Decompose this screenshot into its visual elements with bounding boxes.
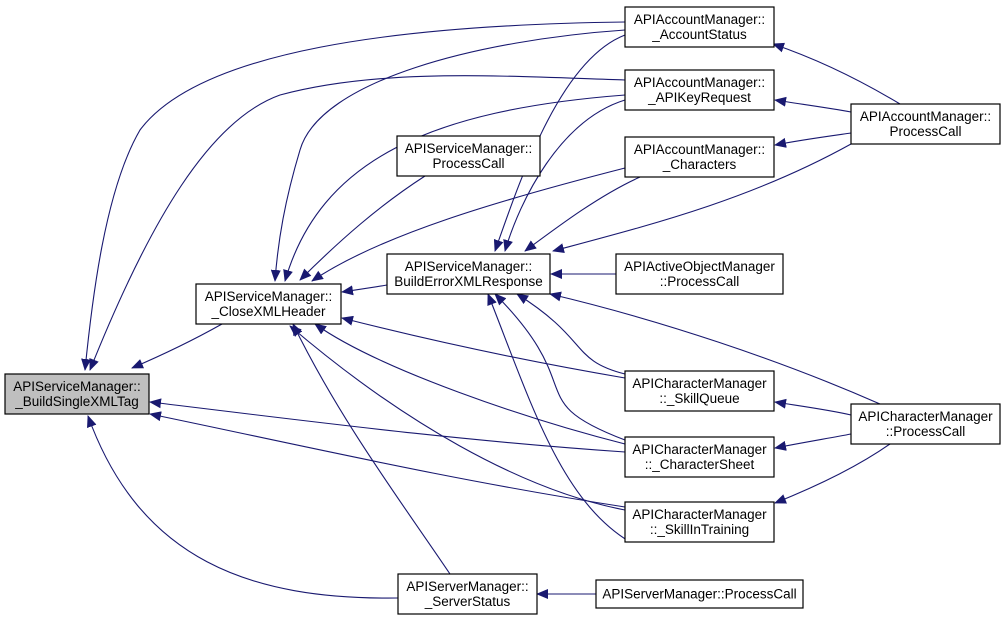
node-label-line: APICharacterManager bbox=[858, 409, 993, 424]
node-label-line: APIAccountManager:: bbox=[634, 75, 765, 90]
edge-ak-to-bst bbox=[89, 75, 626, 371]
node-box bbox=[4, 373, 150, 415]
edge-st-to-bex bbox=[487, 293, 631, 543]
node-label-line: _ServerStatus bbox=[424, 594, 511, 609]
edge-cm-pc-to-cs bbox=[774, 433, 852, 451]
edge-ch-to-bex bbox=[524, 176, 641, 252]
edge-ak-to-cxh bbox=[283, 94, 626, 282]
node-box bbox=[386, 253, 551, 295]
edge-sq-to-bex bbox=[516, 293, 626, 375]
edges bbox=[81, 21, 901, 599]
node-box bbox=[624, 436, 775, 478]
node-box bbox=[615, 253, 784, 295]
node-box bbox=[624, 6, 775, 48]
edge-cs-to-cxh bbox=[314, 323, 626, 445]
edge-cxh-to-bst bbox=[131, 323, 223, 369]
node-label-line: ProcessCall bbox=[432, 156, 504, 171]
node-label-line: ::ProcessCall bbox=[660, 274, 740, 289]
node-label-line: BuildErrorXMLResponse bbox=[394, 274, 543, 289]
node-label-line: _BuildSingleXMLTag bbox=[14, 394, 139, 409]
edge-am-pc-to-bex bbox=[552, 143, 852, 253]
edge-bex-to-cxh bbox=[341, 284, 388, 296]
node-box bbox=[624, 501, 775, 543]
node-label-line: APICharacterManager bbox=[632, 442, 767, 457]
node-box bbox=[850, 103, 1001, 145]
node-sm-pc[interactable]: APIServiceManager::ProcessCall bbox=[396, 135, 541, 177]
node-am-pc[interactable]: APIAccountManager::ProcessCall bbox=[850, 103, 1001, 145]
edge-st-to-cxh bbox=[289, 325, 626, 511]
node-label-line: APIServiceManager:: bbox=[13, 379, 141, 394]
edge-sm-pc-to-cxh bbox=[299, 175, 426, 281]
node-cm-st[interactable]: APICharacterManager::_SkillInTraining bbox=[624, 501, 775, 543]
node-label-line: ::_CharacterSheet bbox=[645, 457, 755, 472]
node-cm-pc[interactable]: APICharacterManager::ProcessCall bbox=[850, 403, 1001, 445]
node-sv-ss[interactable]: APIServerManager::_ServerStatus bbox=[397, 573, 538, 615]
node-label-line: _Characters bbox=[662, 157, 737, 172]
node-box bbox=[624, 69, 775, 111]
edge-am-pc-to-ch bbox=[774, 132, 852, 148]
edge-cs-to-bex bbox=[494, 293, 626, 441]
edge-ch-to-cxh bbox=[311, 167, 626, 282]
edge-as-to-bex bbox=[493, 34, 626, 252]
node-label-line: APICharacterManager bbox=[632, 507, 767, 522]
node-am-ak[interactable]: APIAccountManager::_APIKeyRequest bbox=[624, 69, 775, 111]
node-ao-pc[interactable]: APIActiveObjectManager::ProcessCall bbox=[615, 253, 784, 295]
node-label-line: APIServiceManager:: bbox=[405, 259, 533, 274]
node-label-line: ProcessCall bbox=[889, 124, 961, 139]
node-bst[interactable]: APIServiceManager::_BuildSingleXMLTag bbox=[4, 373, 150, 415]
edge-cm-pc-to-bex bbox=[549, 291, 881, 405]
node-box bbox=[195, 283, 342, 325]
node-label-line: APIActiveObjectManager bbox=[624, 259, 775, 274]
node-box bbox=[624, 136, 775, 178]
edge-as-to-bst bbox=[81, 21, 626, 371]
node-label-line: APIServiceManager:: bbox=[205, 289, 333, 304]
edge-ss-to-bst bbox=[87, 415, 399, 599]
node-label-line: ::ProcessCall bbox=[886, 424, 966, 439]
edge-cm-pc-to-sq bbox=[774, 398, 852, 416]
edge-cm-pc-to-st bbox=[774, 443, 891, 504]
node-box bbox=[396, 135, 541, 177]
node-label-line: _CloseXMLHeader bbox=[210, 304, 326, 319]
edge-ak-to-bex bbox=[503, 99, 626, 252]
node-bex[interactable]: APIServiceManager::BuildErrorXMLResponse bbox=[386, 253, 551, 295]
edge-st-to-bst bbox=[149, 411, 626, 508]
node-am-ch[interactable]: APIAccountManager::_Characters bbox=[624, 136, 775, 178]
edge-ss-to-cxh bbox=[292, 323, 451, 575]
edge-am-pc-to-ak bbox=[774, 96, 852, 113]
node-label-line: APIAccountManager:: bbox=[860, 109, 991, 124]
nodes: APIServiceManager::_BuildSingleXMLTagAPI… bbox=[4, 6, 1001, 615]
node-label-line: APIAccountManager:: bbox=[634, 12, 765, 27]
node-label-line: ::_SkillInTraining bbox=[650, 522, 749, 537]
node-label-line: _AccountStatus bbox=[651, 27, 747, 42]
node-label-line: APICharacterManager bbox=[632, 376, 767, 391]
node-box bbox=[397, 573, 538, 615]
node-box bbox=[850, 403, 1001, 445]
node-cm-cs[interactable]: APICharacterManager::_CharacterSheet bbox=[624, 436, 775, 478]
node-label-line: APIServerManager:: bbox=[406, 579, 528, 594]
edge-am-pc-to-as bbox=[772, 42, 901, 105]
node-label-line: APIAccountManager:: bbox=[634, 142, 765, 157]
node-sv-pc[interactable]: APIServerManager::ProcessCall bbox=[595, 579, 804, 609]
edge-as-to-cxh bbox=[270, 29, 626, 282]
node-cxh[interactable]: APIServiceManager::_CloseXMLHeader bbox=[195, 283, 342, 325]
node-box bbox=[624, 370, 775, 412]
node-label-line: APIServerManager::ProcessCall bbox=[602, 587, 796, 602]
node-label-line: APIServiceManager:: bbox=[405, 141, 533, 156]
edge-cs-to-bst bbox=[149, 398, 626, 453]
node-cm-sq[interactable]: APICharacterManager::_SkillQueue bbox=[624, 370, 775, 412]
node-label-line: _APIKeyRequest bbox=[647, 90, 751, 105]
edge-sq-to-cxh bbox=[341, 315, 626, 379]
node-am-as[interactable]: APIAccountManager::_AccountStatus bbox=[624, 6, 775, 48]
node-label-line: ::_SkillQueue bbox=[659, 391, 739, 406]
node-box bbox=[595, 579, 804, 609]
